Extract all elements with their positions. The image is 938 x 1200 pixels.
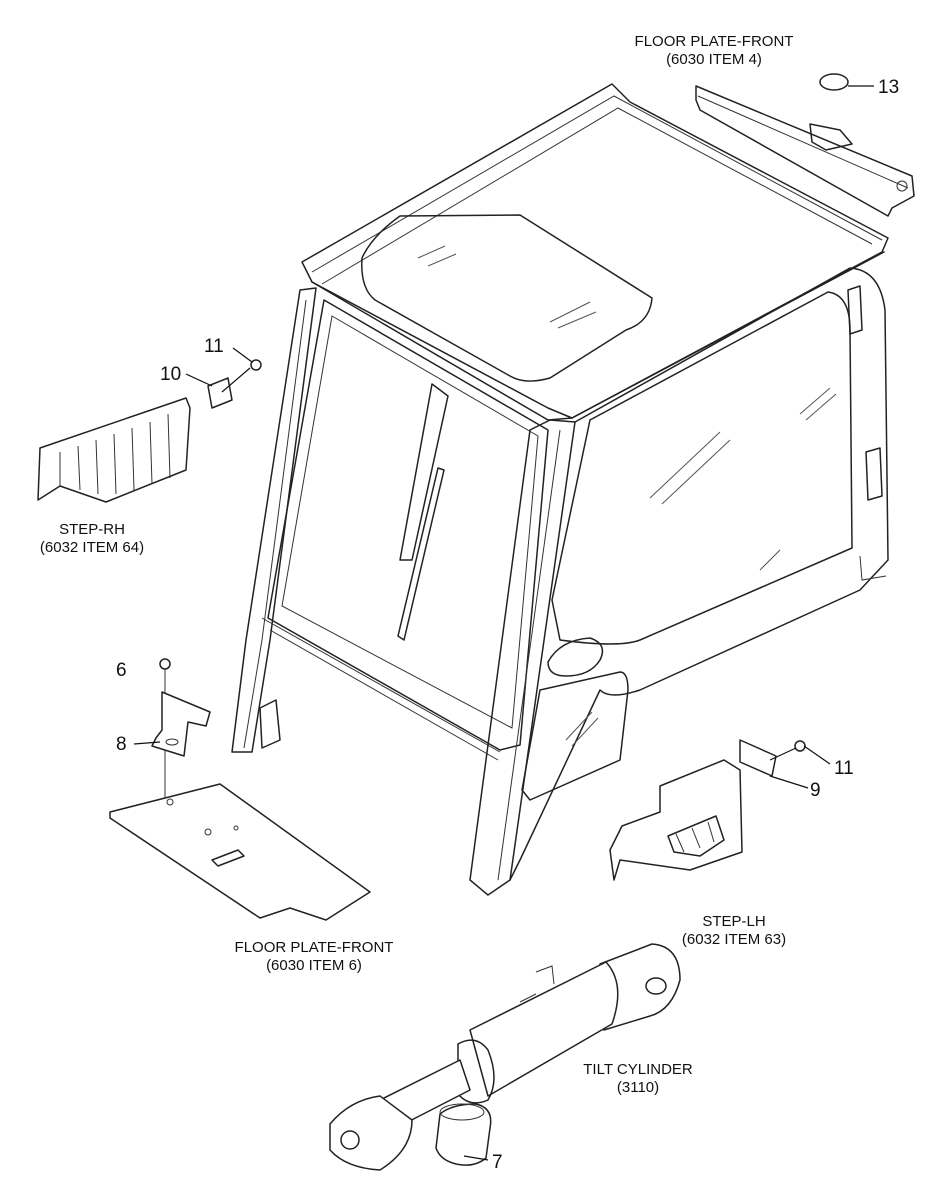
step-lh-ref: (6032 ITEM 63) [682, 931, 786, 948]
step-rh-part [37, 359, 262, 503]
floor-plate-front-top-ref: (6030 ITEM 4) [666, 51, 762, 68]
bracket-8-part [151, 658, 211, 800]
tilt-cylinder-ref: (3110) [617, 1079, 659, 1096]
floor-plate-front-top-label: FLOOR PLATE-FRONT [635, 33, 794, 50]
callout-11-top: 11 [204, 336, 224, 357]
callout-leaders [133, 85, 874, 1161]
floor-plate-front-top [695, 73, 915, 217]
callout-10: 10 [160, 364, 181, 385]
tilt-cylinder-label: TILT CYLINDER [583, 1061, 693, 1078]
callout-13: 13 [878, 77, 899, 98]
callout-9: 9 [810, 780, 821, 801]
floor-plate-front-bottom-ref: (6030 ITEM 6) [266, 957, 362, 974]
callout-8: 8 [116, 734, 127, 755]
step-lh-part [609, 739, 806, 881]
tilt-cylinder-part [329, 943, 681, 1171]
callout-11-right: 11 [834, 758, 854, 779]
step-rh-ref: (6032 ITEM 64) [40, 539, 144, 556]
floor-plate-front-bottom [109, 783, 371, 921]
step-lh-label: STEP-LH [702, 913, 765, 930]
callout-7: 7 [492, 1152, 503, 1173]
step-rh-label: STEP-RH [59, 521, 125, 538]
callout-6: 6 [116, 660, 127, 681]
cab-assembly [231, 83, 889, 896]
floor-plate-front-bottom-label: FLOOR PLATE-FRONT [235, 939, 394, 956]
